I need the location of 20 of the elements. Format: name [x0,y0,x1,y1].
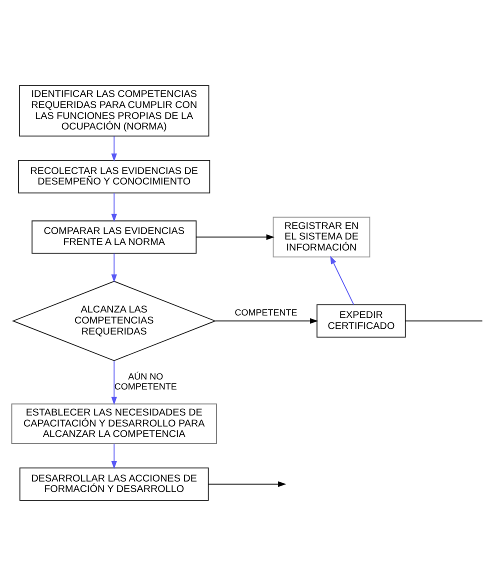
arrow [111,252,117,283]
node-box: EXPEDIR CERTIFICADO [316,304,406,338]
node-diamond: ALCANZA LAS COMPETENCIAS REQUERIDAS [12,280,216,362]
arrow [111,192,117,222]
arrow [111,360,117,405]
arrow [111,443,117,470]
connector [404,320,483,322]
edge-label: COMPETENTE [234,308,298,318]
arrow [196,234,274,240]
node-box: RECOLECTAR LAS EVIDENCIAS DE DESEMPEÑO Y CONOCIMIENTO [18,160,210,194]
arrow [214,318,318,324]
node-box: IDENTIFICAR LAS COMPETENCIAS REQUERIDAS PARA CUMPLIR CON LAS FUNCIONES PROPIAS DE LA OCUPACIÓN (NORMA) [18,85,210,137]
edge-label: AÚN NO COMPETENTE [114,372,177,392]
arrow [111,136,117,162]
arrow [208,481,286,487]
node-box: REGISTRAR EN EL SISTEMA DE INFORMACIÓN [272,216,370,258]
node-box: ESTABLECER LAS NECESIDADES DE CAPACITACIÓN Y DESARROLLO PARA ALCANZAR LA COMPETENCIA [11,403,217,444]
arrow [330,256,354,306]
node-box: COMPARAR LAS EVIDENCIAS FRENTE A LA NORMA [32,220,197,254]
node-box: DESARROLLAR LAS ACCIONES DE FORMACIÓN Y DESARROLLO [19,467,209,501]
